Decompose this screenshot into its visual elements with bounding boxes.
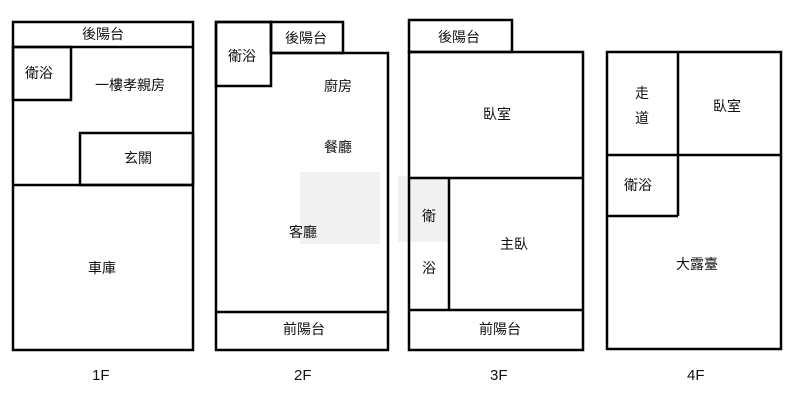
f3-bathroom-label-top: 衛 [422,209,436,225]
f4-floor-label: 4F [687,367,705,384]
f1-bathroom-label: 衛浴 [25,66,53,82]
f2-outline [214,20,390,352]
f2-kitchen-label: 廚房 [324,79,352,95]
f3-front-balcony-label: 前陽台 [479,322,521,338]
floor-3f-walls [407,18,585,352]
watermark [300,172,380,244]
f4-corridor-label-top: 走 [635,86,649,102]
f4-bedroom-label: 臥室 [713,99,741,115]
f3-outline [407,50,585,352]
f4-corridor-label-bottom: 道 [635,111,649,127]
floor-4f-walls [605,50,783,351]
f2-dining-label: 餐廳 [324,140,352,156]
f4-terrace-label: 大露臺 [676,257,718,273]
f3-back-balcony-label: 後陽台 [438,30,480,46]
f1-bathroom-walls [11,45,73,102]
f2-bathroom-walls [214,20,273,88]
f1-floor-label: 1F [92,367,110,384]
f1-garage-label: 車庫 [88,261,116,277]
watermark [398,176,450,242]
f2-bathroom-label: 衛浴 [228,49,256,65]
f1-back-balcony-label: 後陽台 [82,27,124,43]
f3-bedroom-label: 臥室 [483,107,511,123]
floor-1f-walls [11,20,195,352]
f3-floor-label: 3F [490,367,508,384]
f3-bathroom-label-bottom: 浴 [422,261,436,277]
f1-bedroom-label: 一樓孝親房 [95,78,165,94]
f2-floor-label: 2F [294,367,312,384]
f2-living-label: 客廳 [289,225,317,241]
f1-entrance-label: 玄關 [124,151,152,167]
f3-master-bedroom-label: 主臥 [500,237,528,253]
f4-outline [605,50,783,351]
f4-bathroom-label: 衛浴 [624,178,652,194]
f2-back-balcony-label: 後陽台 [285,31,327,47]
f2-front-balcony-label: 前陽台 [283,322,325,338]
floor-2f-walls [214,20,390,352]
